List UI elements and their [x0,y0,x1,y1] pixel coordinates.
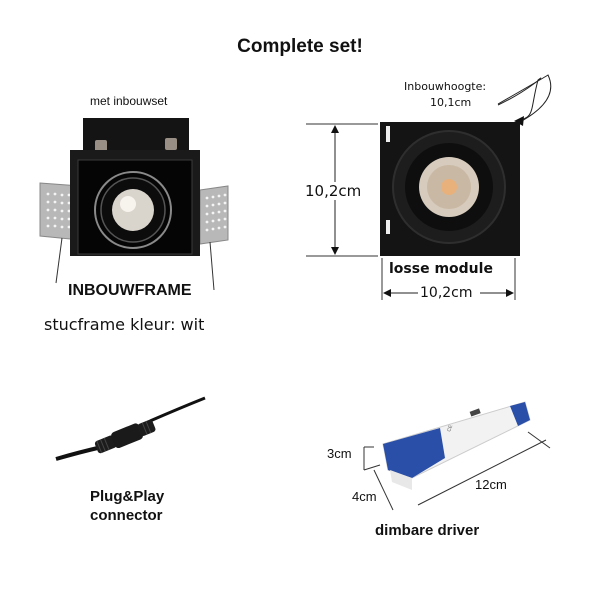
driver-height-dimension: 3cm [327,446,352,461]
module-width-dimension: 10,2cm [420,285,473,301]
stucframe-color-label: stucframe kleur: wit [44,315,205,334]
driver-length-dimension: 12cm [475,477,507,492]
module-height-dimension: 10,2cm [305,182,362,200]
inbouwframe-label: INBOUWFRAME [68,282,192,299]
connector-label-line2: connector [90,507,163,524]
driver-depth-dimension: 4cm [352,489,377,504]
inbouwhoogte-label: Inbouwhoogte: [404,80,487,93]
frame-caption: met inbouwset [90,94,168,108]
page-title: Complete set! [237,36,363,57]
losse-module-label: losse module [389,261,493,277]
connector-label-line1: Plug&Play [90,488,165,505]
svg-text:CE: CE [446,423,454,432]
dimbare-driver-label: dimbare driver [375,522,480,539]
inbouwhoogte-value: 10,1cm [430,96,472,109]
